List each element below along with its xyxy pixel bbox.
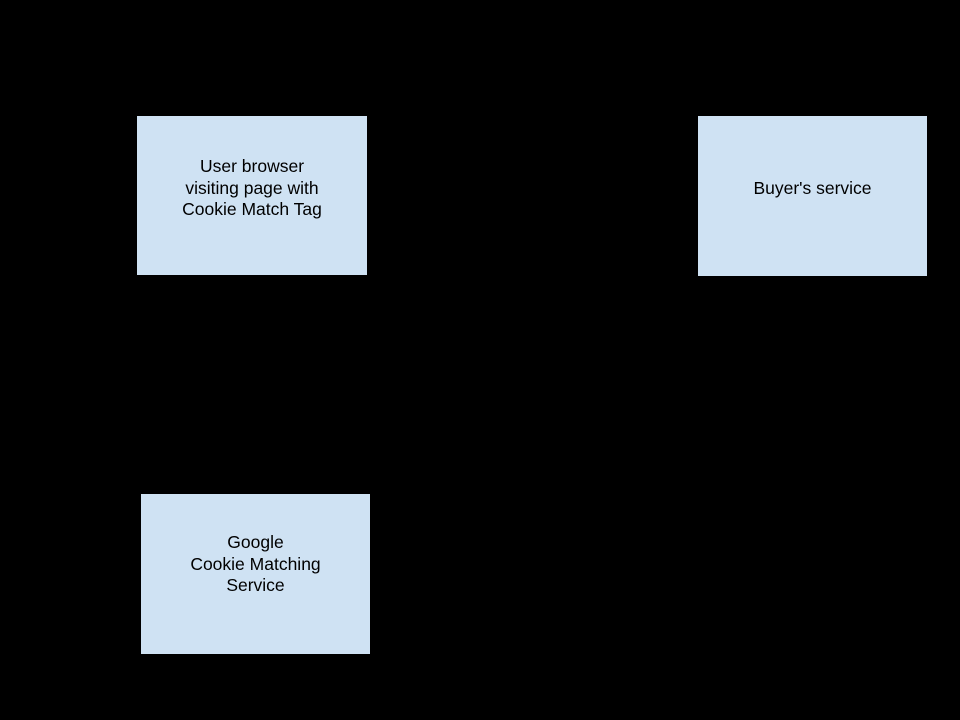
node-user-browser-label-line-2: visiting page with (185, 177, 319, 198)
node-user-browser-label-line-1: User browser (199, 156, 305, 177)
node-buyers-service-label: Buyer's service (753, 178, 872, 199)
node-user-browser-label-line-3: Cookie Match Tag (182, 199, 322, 220)
node-google-cms-label-line-2: Cookie Matching (190, 553, 321, 574)
node-google-cms-label-line-3: Service (226, 575, 285, 596)
node-buyers-service: Buyer's service (697, 115, 928, 277)
node-google-cookie-matching-service: Google Cookie Matching Service (140, 493, 371, 655)
node-user-browser: User browser visiting page with Cookie M… (136, 115, 368, 276)
node-google-cms-label-line-1: Google (227, 532, 284, 553)
